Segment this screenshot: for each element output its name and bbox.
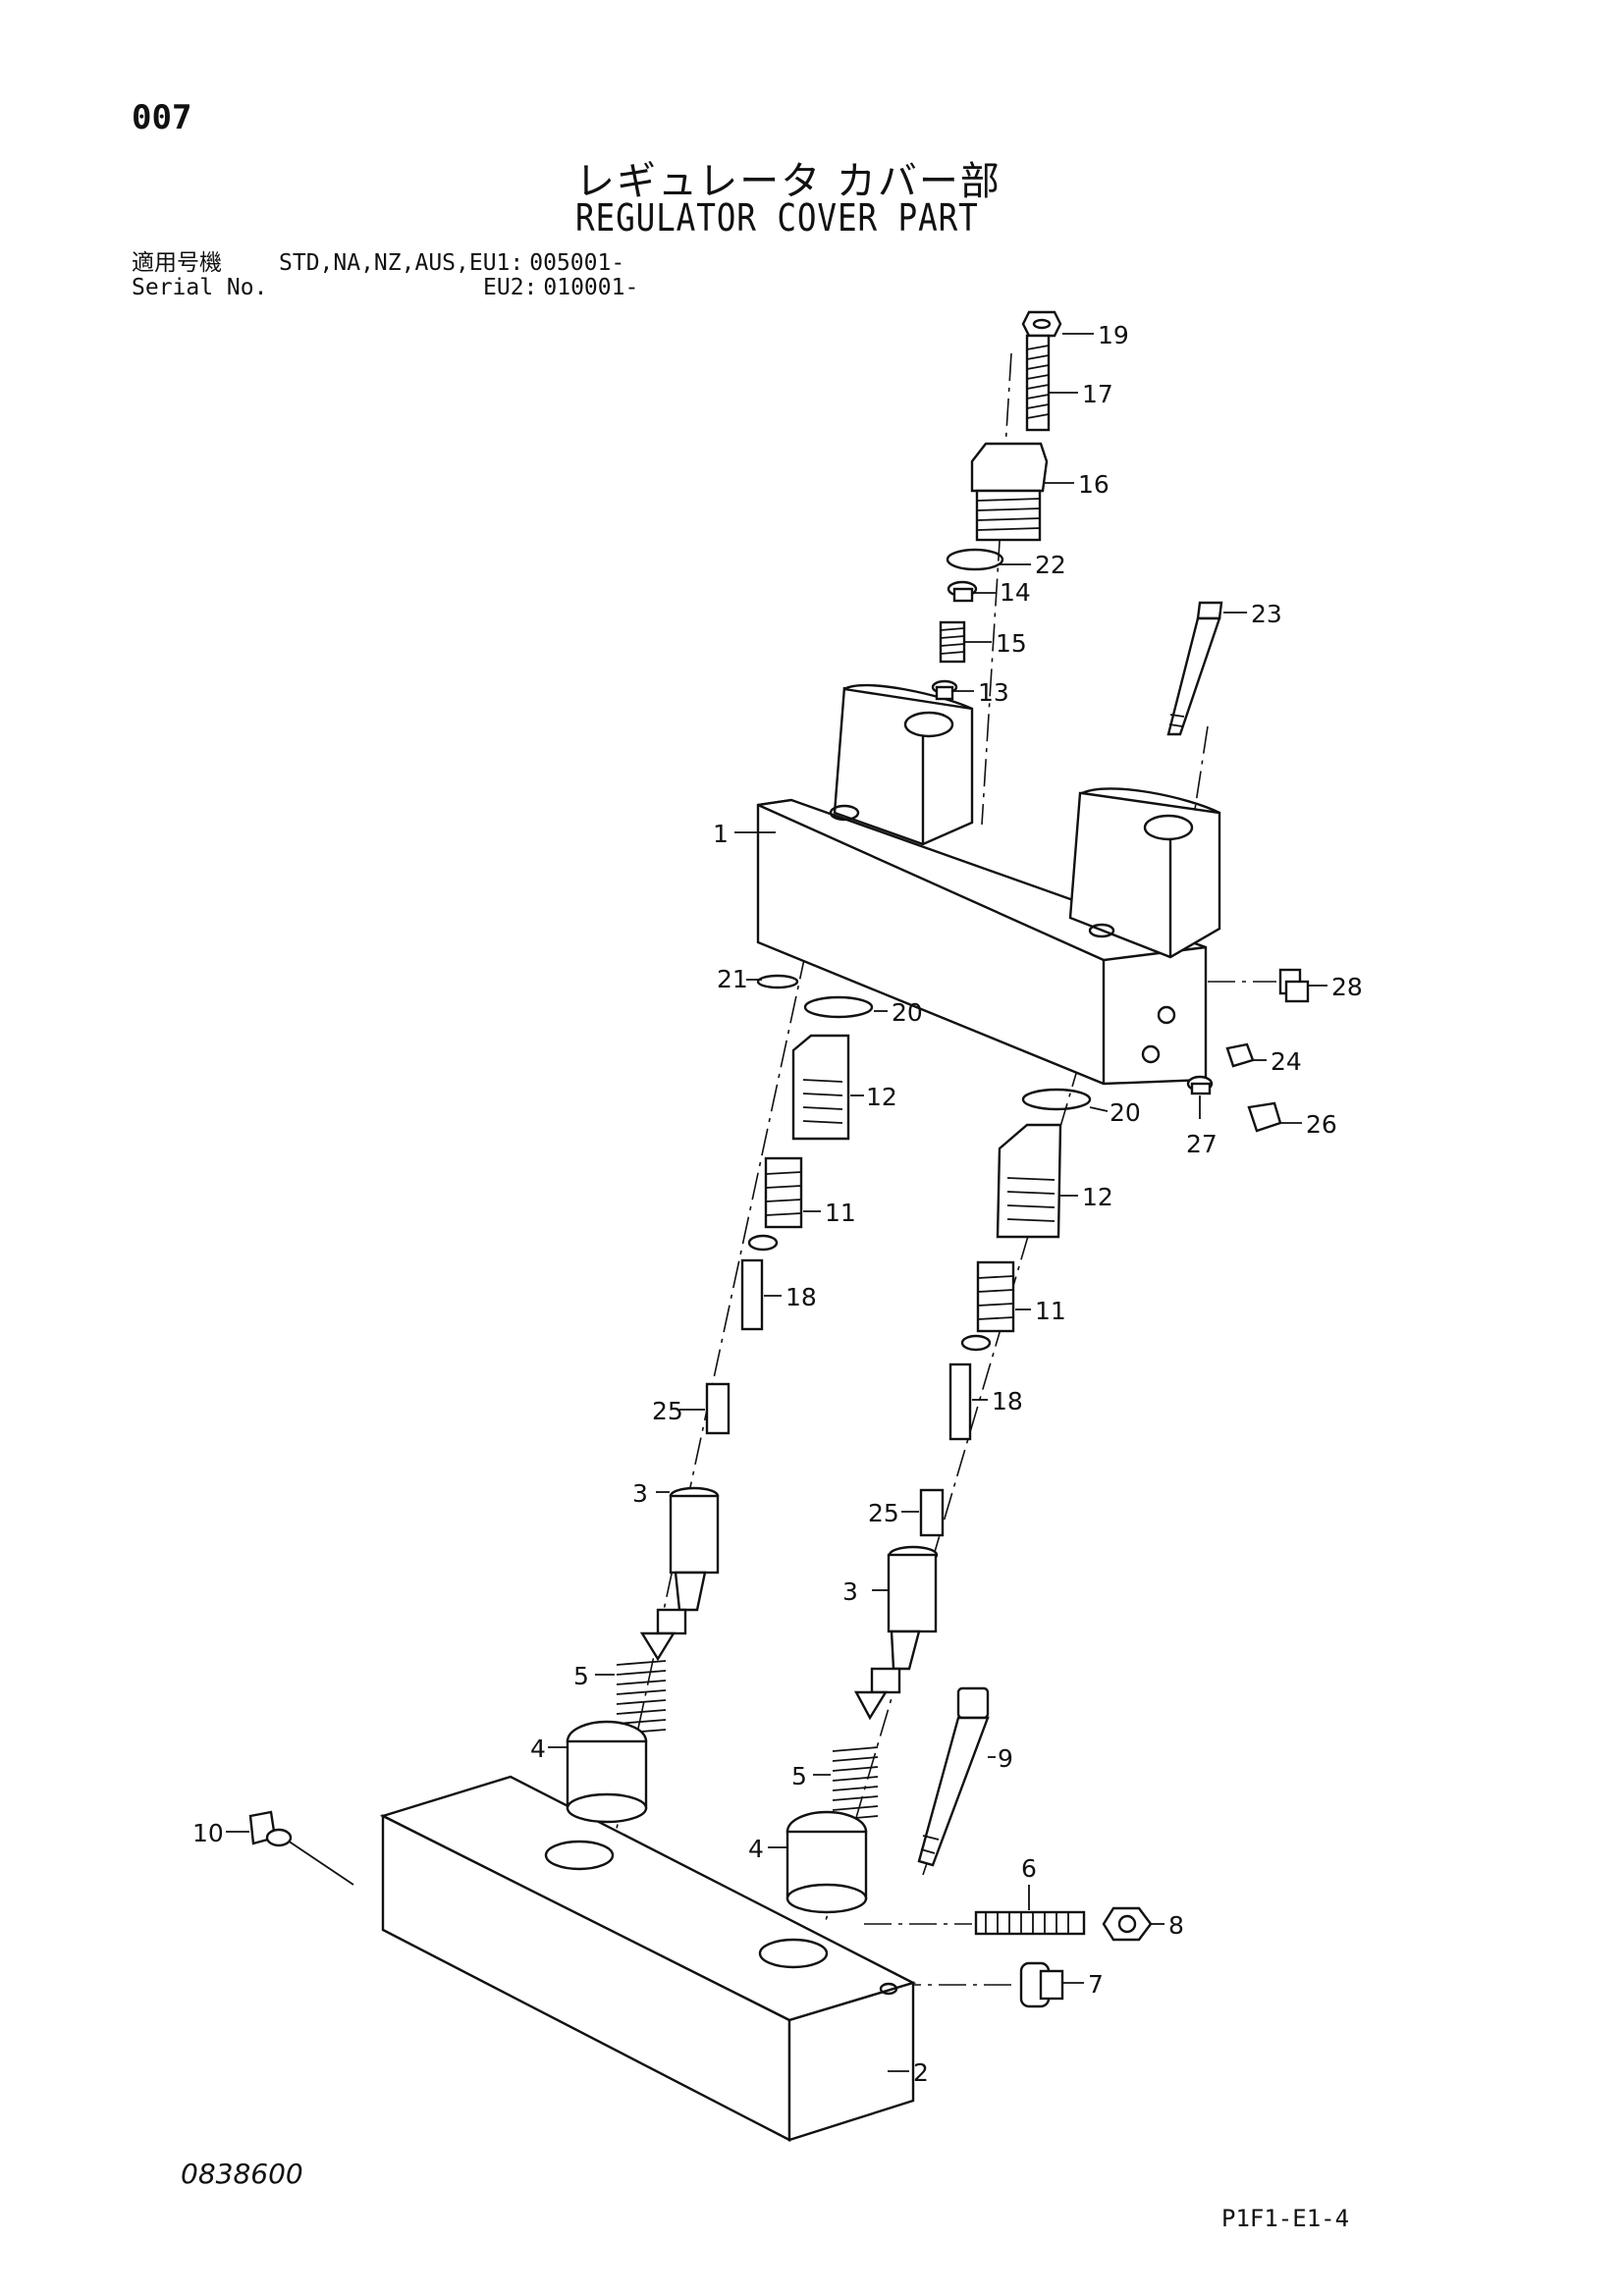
serial-label-japanese: 適用号機	[132, 250, 222, 276]
callout-12: 12	[1082, 1183, 1113, 1211]
callout-23: 23	[1251, 600, 1282, 628]
side-plugs	[1186, 968, 1310, 1133]
callout-19: 19	[1098, 321, 1129, 349]
left-spool-stack	[566, 974, 874, 1824]
callout-20: 20	[1110, 1098, 1141, 1127]
callout-14: 14	[1000, 578, 1031, 607]
callout-28: 28	[1331, 973, 1363, 1001]
callout-5: 5	[573, 1662, 589, 1690]
callout-25: 25	[652, 1397, 683, 1425]
callout-3: 3	[842, 1577, 858, 1606]
callout-1: 1	[713, 820, 729, 848]
serial-row-1: 適用号機 STD,NA,NZ,AUS,EU1: 005001-	[132, 251, 638, 276]
serial-eu2-range: 010001-	[543, 275, 639, 300]
callout-7: 7	[1088, 1970, 1104, 1999]
callout-9: 9	[998, 1744, 1013, 1773]
callout-15: 15	[996, 629, 1027, 658]
callout-21: 21	[717, 965, 748, 993]
page-code: P1F1-E1-4	[1221, 2205, 1350, 2232]
callout-25: 25	[868, 1499, 899, 1527]
callout-labels: 19 17 16 22 14 15 13 23 1 21 20 12 11 18…	[192, 321, 1363, 2087]
page-title: REGULATOR COVER PART	[575, 196, 979, 240]
callout-27: 27	[1186, 1130, 1218, 1158]
callout-18: 18	[785, 1283, 817, 1311]
serial-models: STD,NA,NZ,AUS,EU1:	[279, 250, 524, 276]
callout-10: 10	[192, 1819, 224, 1847]
callout-18: 18	[992, 1387, 1023, 1415]
callout-4: 4	[748, 1835, 764, 1863]
lower-block	[379, 1775, 917, 2142]
callout-4: 4	[530, 1735, 546, 1763]
serial-applicability: 適用号機 STD,NA,NZ,AUS,EU1: 005001- Serial N…	[132, 251, 638, 300]
callout-17: 17	[1082, 380, 1113, 408]
leader-lines	[226, 333, 1327, 2072]
document-number: 0838600	[181, 2158, 303, 2190]
page-number: 007	[132, 98, 192, 137]
callout-26: 26	[1306, 1110, 1337, 1139]
callout-6: 6	[1021, 1854, 1037, 1883]
callout-11: 11	[825, 1199, 856, 1227]
serial-models-range: 005001-	[529, 250, 625, 276]
right-spool-stack	[785, 1088, 1092, 1914]
regulator-cover-body	[756, 683, 1221, 1086]
cap-screw-23	[1166, 601, 1223, 736]
callout-24: 24	[1271, 1047, 1302, 1076]
callout-3: 3	[632, 1479, 648, 1508]
page-title-japanese: レギュレータ カバー部	[575, 159, 1001, 204]
callout-11: 11	[1035, 1297, 1066, 1325]
callout-2: 2	[913, 2058, 929, 2087]
callout-12: 12	[866, 1083, 897, 1111]
callout-16: 16	[1078, 470, 1110, 499]
callout-22: 22	[1035, 551, 1066, 579]
serial-label: Serial No.	[132, 275, 268, 300]
top-plug-stack	[931, 310, 1062, 701]
bolts-and-plugs	[248, 1686, 1153, 2008]
serial-eu2: EU2:	[483, 275, 538, 300]
callout-8: 8	[1168, 1911, 1184, 1940]
callout-20: 20	[892, 998, 923, 1027]
callout-13: 13	[978, 678, 1009, 707]
serial-row-2: Serial No. EU2: 010001-	[132, 276, 638, 300]
callout-5: 5	[791, 1762, 807, 1790]
